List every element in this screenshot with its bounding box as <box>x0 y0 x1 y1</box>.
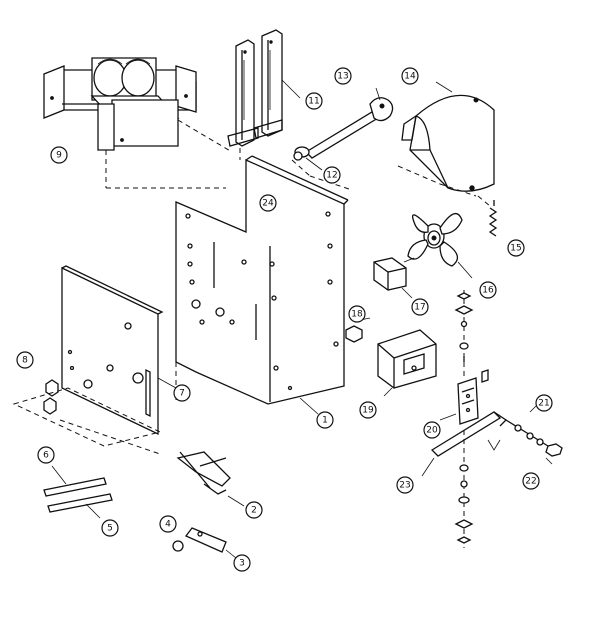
callout-circle <box>411 298 429 316</box>
hinge-part <box>439 290 489 425</box>
callout-number: 9 <box>56 151 62 161</box>
callout-circle <box>50 146 68 164</box>
fan-blade-part <box>407 212 473 279</box>
rod-part <box>304 87 394 159</box>
callout-circle <box>37 446 55 464</box>
front-panel-part <box>61 265 177 436</box>
callout-number: 2 <box>251 506 257 516</box>
callout-number: 13 <box>337 72 348 82</box>
transformer-part <box>43 57 233 189</box>
callout-7: 7 <box>173 384 191 402</box>
callout-8: 8 <box>16 351 34 369</box>
spring-part <box>477 195 498 237</box>
callout-5: 5 <box>101 519 119 537</box>
callout-circle <box>305 92 323 110</box>
rod-pair-part <box>43 465 113 519</box>
callout-21: 21 <box>535 394 553 412</box>
callout-circle <box>159 515 177 533</box>
callout-circle <box>401 67 419 85</box>
callout-4: 4 <box>159 515 177 533</box>
callout-circle <box>522 472 540 490</box>
callout-circle <box>334 67 352 85</box>
callout-circle <box>323 166 341 184</box>
callout-circle <box>16 351 34 369</box>
callout-number: 3 <box>239 559 245 569</box>
chassis-part <box>175 155 349 415</box>
callout-number: 12 <box>326 171 337 181</box>
callout-number: 16 <box>482 286 494 296</box>
callout-11: 11 <box>305 92 323 110</box>
callout-circle <box>348 305 366 323</box>
callout-number: 18 <box>351 310 363 320</box>
callout-circle <box>173 384 191 402</box>
callout-number: 4 <box>165 520 171 530</box>
lever-part <box>421 405 563 477</box>
callout-number: 1 <box>322 416 328 426</box>
callout-number: 5 <box>107 524 113 534</box>
switch-part <box>373 257 415 299</box>
callout-number: 20 <box>426 426 438 436</box>
callout-number: 19 <box>362 406 374 416</box>
callout-circle <box>423 421 441 439</box>
callout-13: 13 <box>334 67 352 85</box>
callout-9: 9 <box>50 146 68 164</box>
bracket-part <box>227 29 301 160</box>
knob-part <box>291 146 353 191</box>
callout-circle <box>316 411 334 429</box>
mount-bracket-part <box>377 329 437 397</box>
callout-number: 8 <box>22 356 28 366</box>
callout-number: 17 <box>414 303 425 313</box>
callout-circle <box>245 501 263 519</box>
callout-circle <box>535 394 553 412</box>
callout-18: 18 <box>348 305 366 323</box>
callout-6: 6 <box>37 446 55 464</box>
connector-part <box>345 317 371 343</box>
callout-12: 12 <box>323 166 341 184</box>
callout-19: 19 <box>359 401 377 419</box>
latch-part <box>172 527 237 559</box>
callout-number: 22 <box>525 477 536 487</box>
hardware-column-part <box>454 430 474 548</box>
callout-number: 23 <box>399 481 410 491</box>
callout-2: 2 <box>245 501 263 519</box>
callout-number: 14 <box>404 72 416 82</box>
callout-15: 15 <box>507 239 525 257</box>
callout-circle <box>479 281 497 299</box>
callout-3: 3 <box>233 554 251 572</box>
callout-14: 14 <box>401 67 419 85</box>
callout-circle <box>233 554 251 572</box>
callout-1: 1 <box>316 411 334 429</box>
callout-circle <box>507 239 525 257</box>
callout-circle <box>396 476 414 494</box>
nut-part <box>12 379 162 455</box>
callout-16: 16 <box>479 281 497 299</box>
callout-circle <box>259 194 277 212</box>
callout-22: 22 <box>522 472 540 490</box>
callout-number: 7 <box>179 389 185 399</box>
callout-number: 21 <box>538 399 549 409</box>
callout-24: 24 <box>259 194 277 212</box>
bracket-clip-part <box>176 451 245 507</box>
callout-number: 6 <box>43 451 49 461</box>
callout-number: 11 <box>308 97 319 107</box>
callout-23: 23 <box>396 476 414 494</box>
shroud-part <box>397 81 495 197</box>
callout-number: 24 <box>262 199 274 209</box>
callout-circle <box>101 519 119 537</box>
callout-20: 20 <box>423 421 441 439</box>
callout-17: 17 <box>411 298 429 316</box>
callout-number: 15 <box>510 244 521 254</box>
callout-circle <box>359 401 377 419</box>
